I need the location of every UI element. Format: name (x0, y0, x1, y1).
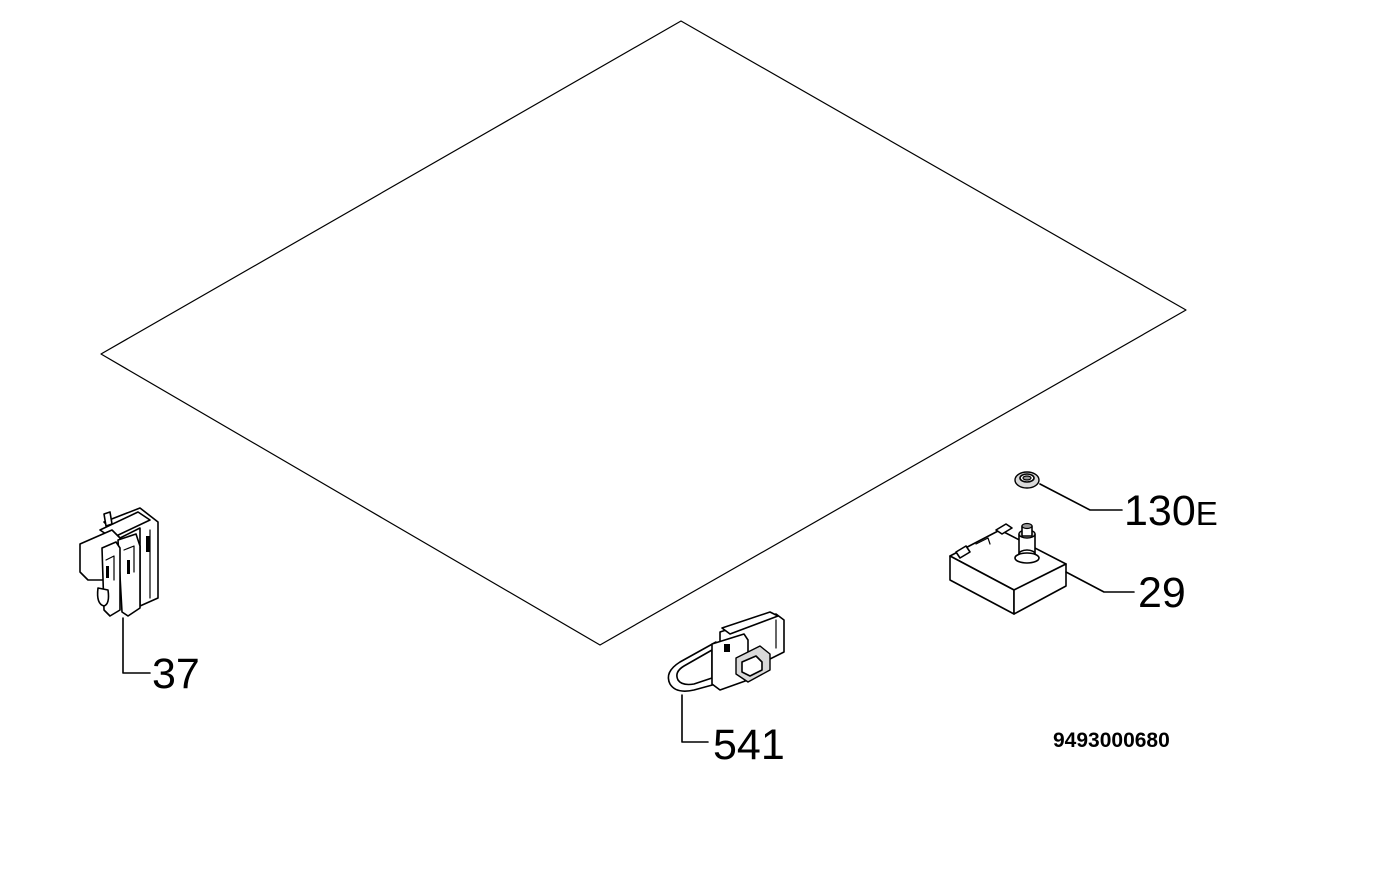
part-29-switch-block (949, 522, 1067, 615)
part-541-latch (667, 611, 785, 692)
part-37-clip (79, 507, 159, 617)
document-number: 9493000680 (1053, 729, 1170, 752)
leader-29 (1065, 571, 1135, 593)
leader-130e (1039, 483, 1123, 511)
label-29: 29 (1138, 569, 1186, 617)
leader-541 (681, 694, 709, 743)
panel-sheet (100, 20, 1187, 646)
label-37: 37 (152, 650, 200, 698)
label-130e-number: 130 (1124, 487, 1196, 535)
label-541: 541 (713, 721, 785, 769)
leader-37 (122, 617, 151, 674)
part-130e-washer (1014, 471, 1040, 489)
label-130e-suffix: E (1196, 495, 1218, 532)
label-130e: 130E (1124, 487, 1218, 535)
